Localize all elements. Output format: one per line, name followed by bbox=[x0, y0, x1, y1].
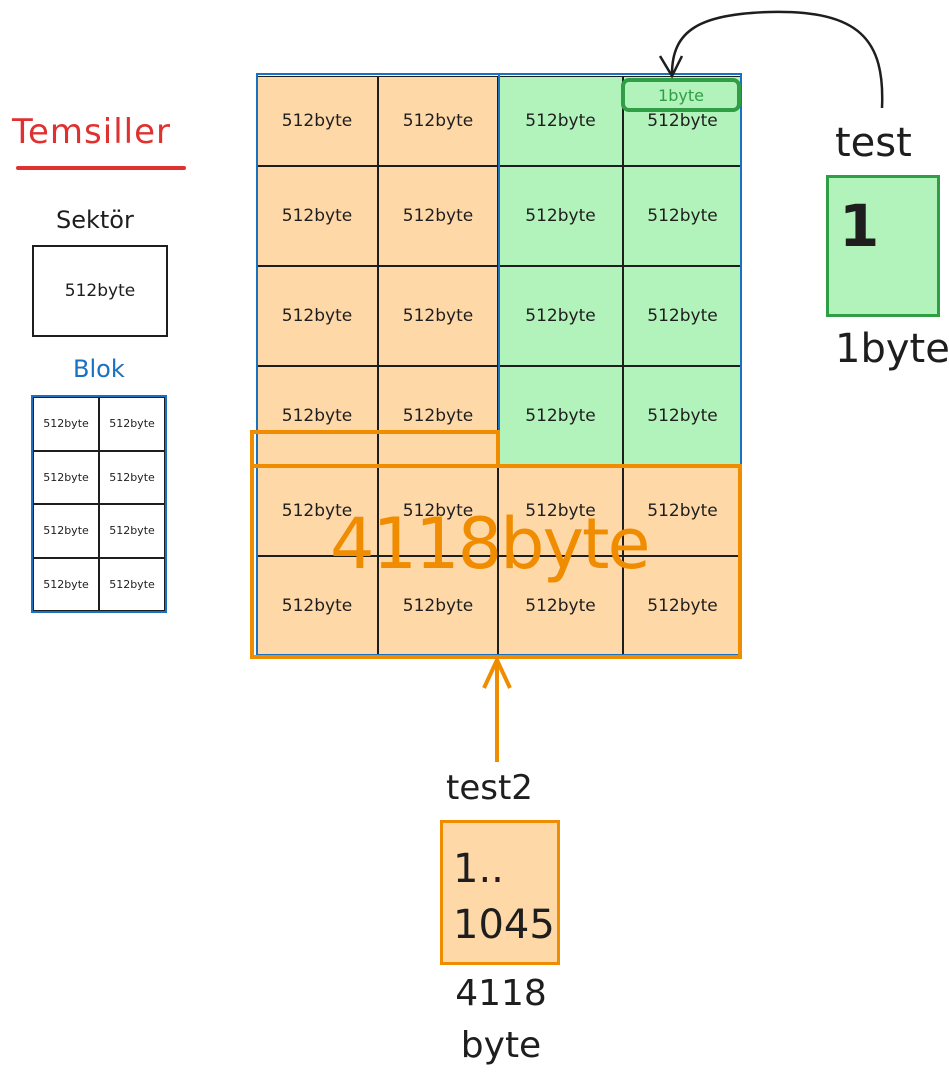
test-arrow-head bbox=[658, 55, 684, 79]
grid-cell: 512byte bbox=[623, 466, 742, 556]
block-cell: 512byte bbox=[33, 397, 99, 451]
grid-cell: 512byte bbox=[378, 266, 498, 366]
grid-cell: 512byte bbox=[498, 556, 623, 656]
grid-cell-test-block: 512byte bbox=[623, 266, 742, 366]
test-arrow bbox=[670, 10, 884, 109]
test-file-value: 1 bbox=[839, 192, 880, 260]
grid-cell: 512byte bbox=[378, 166, 498, 266]
test-file-box: 1 bbox=[826, 175, 940, 317]
test2-allocation-outline-top bbox=[250, 430, 500, 468]
grid-cell-test-block: 512byte bbox=[623, 166, 742, 266]
test2-size-line2: byte bbox=[460, 1025, 542, 1066]
legend-underline bbox=[16, 166, 186, 170]
grid-cell-test-block: 512byte bbox=[498, 366, 623, 466]
grid-cell: 512byte bbox=[378, 466, 498, 556]
grid-cell: 512byte bbox=[256, 266, 378, 366]
first-byte-label: 1byte bbox=[658, 85, 704, 105]
grid-cell: 512byte bbox=[256, 166, 378, 266]
grid-cell: 512byte bbox=[378, 76, 498, 166]
block-cell: 512byte bbox=[99, 504, 165, 558]
block-cell: 512byte bbox=[99, 557, 165, 611]
block-cell: 512byte bbox=[33, 450, 99, 504]
test2-value-line2: 1045 bbox=[453, 902, 555, 948]
grid-cell: 512byte bbox=[378, 556, 498, 656]
grid-cell: 512byte bbox=[256, 76, 378, 166]
block-box: 512byte 512byte 512byte 512byte 512byte … bbox=[31, 395, 167, 613]
legend-title: Temsiller bbox=[12, 112, 171, 152]
grid-cell-test-block: 512byte bbox=[498, 266, 623, 366]
block-label: Blok bbox=[73, 355, 125, 383]
first-byte-highlight: 1byte bbox=[621, 78, 741, 112]
test-file-size: 1byte bbox=[835, 326, 949, 372]
grid-cell: 512byte bbox=[498, 466, 623, 556]
block-cell: 512byte bbox=[99, 450, 165, 504]
sector-box: 512byte bbox=[32, 245, 168, 337]
block-cell: 512byte bbox=[33, 557, 99, 611]
test2-file-name: test2 bbox=[446, 768, 533, 808]
grid-cell-test-block: 512byte bbox=[498, 166, 623, 266]
test-file-name: test bbox=[835, 120, 912, 166]
test2-size-line1: 4118 bbox=[455, 973, 547, 1014]
test2-arrow-head bbox=[482, 655, 512, 689]
test2-file-box: 1.. 1045 bbox=[440, 820, 560, 965]
test2-value-line1: 1.. bbox=[453, 846, 504, 892]
grid-cell-test-block: 512byte bbox=[498, 76, 623, 166]
sector-label: Sektör bbox=[56, 206, 134, 234]
allocation-size-label: 4118byte bbox=[330, 503, 651, 585]
test2-file-size: 4118 byte bbox=[446, 968, 556, 1072]
grid-cell: 512byte bbox=[256, 366, 378, 466]
block-cell: 512byte bbox=[99, 397, 165, 451]
grid-cell: 512byte bbox=[623, 556, 742, 656]
sector-value: 512byte bbox=[64, 281, 136, 301]
block-cell: 512byte bbox=[33, 504, 99, 558]
